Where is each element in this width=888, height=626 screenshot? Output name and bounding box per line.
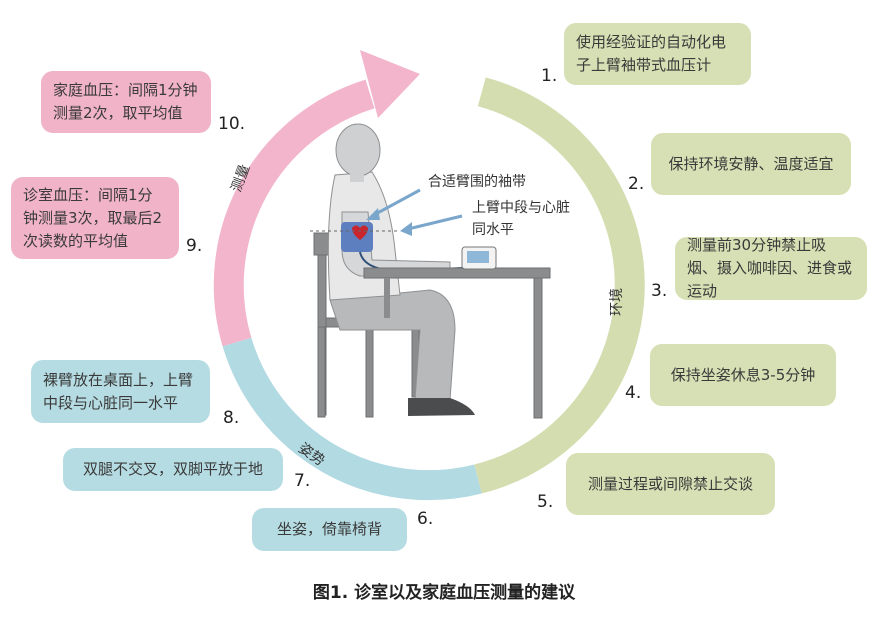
callout-level-line1: 上臂中段与心脏: [472, 200, 570, 216]
cuff-pointer-icon: [371, 188, 421, 218]
step-number-7: 7.: [294, 471, 311, 491]
step-number-9: 9.: [186, 236, 203, 256]
step-text-5: 测量过程或间隙禁止交谈: [587, 474, 753, 493]
step-number-2: 2.: [628, 174, 645, 194]
step-box-8: 裸臂放在桌面上，上臂中段与心脏同一水平: [31, 360, 210, 423]
figure-caption: 图1. 诊室以及家庭血压测量的建议: [312, 583, 576, 603]
step-box-2: 保持环境安静、温度适宜: [651, 133, 851, 195]
step-box-3: 测量前30分钟禁止吸烟、摄入咖啡因、进食或运动: [675, 236, 867, 300]
step-number-8: 8.: [223, 408, 240, 428]
step-text-6: 坐姿，倚靠椅背: [276, 520, 382, 538]
callout-level-line2: 同水平: [472, 222, 514, 238]
step-box-10: 家庭血压：间隔1分钟测量2次，取平均值: [41, 71, 211, 133]
step-number-3: 3.: [651, 281, 668, 301]
step-text-9: 诊室血压：间隔1分钟测量3次，取最后2次读数的平均值: [23, 185, 163, 250]
step-number-6: 6.: [417, 509, 434, 529]
step-box-5: 测量过程或间隙禁止交谈: [566, 453, 775, 515]
posture-arc: [222, 337, 482, 501]
measurement-arc: [213, 79, 375, 347]
environment-arc: [474, 77, 645, 494]
step-number-5: 5.: [537, 492, 554, 512]
step-box-6: 坐姿，倚靠椅背: [252, 508, 407, 551]
step-text-1: 使用经验证的自动化电子上臂袖带式血压计: [576, 33, 727, 74]
arrow-head-icon: [360, 50, 420, 118]
step-box-7: 双腿不交叉，双脚平放于地: [63, 448, 283, 491]
table-illustration: [363, 246, 551, 419]
step-text-7: 双腿不交叉，双脚平放于地: [82, 460, 263, 478]
step-text-2: 保持环境安静、温度适宜: [668, 154, 834, 173]
step-text-10: 家庭血压：间隔1分钟测量2次，取平均值: [53, 81, 198, 122]
step-box-4: 保持坐姿休息3-5分钟: [650, 344, 836, 406]
person-illustration: [327, 123, 475, 416]
step-box-9: 诊室血压：间隔1分钟测量3次，取最后2次读数的平均值: [11, 177, 179, 259]
step-box-1: 使用经验证的自动化电子上臂袖带式血压计: [564, 23, 751, 85]
step-number-1: 1.: [541, 66, 558, 86]
step-number-10: 10.: [218, 114, 246, 134]
callout-cuff: 合适臂围的袖带: [428, 174, 526, 190]
callout-level: 上臂中段与心脏 同水平: [472, 197, 570, 241]
level-pointer-icon: [407, 214, 463, 231]
arc-label-environment: 环境: [609, 288, 625, 316]
step-number-4: 4.: [625, 383, 642, 403]
step-text-8: 裸臂放在桌面上，上臂中段与心脏同一水平: [43, 370, 194, 412]
step-text-4: 保持坐姿休息3-5分钟: [670, 365, 816, 384]
step-text-3: 测量前30分钟禁止吸烟、摄入咖啡因、进食或运动: [687, 236, 853, 300]
